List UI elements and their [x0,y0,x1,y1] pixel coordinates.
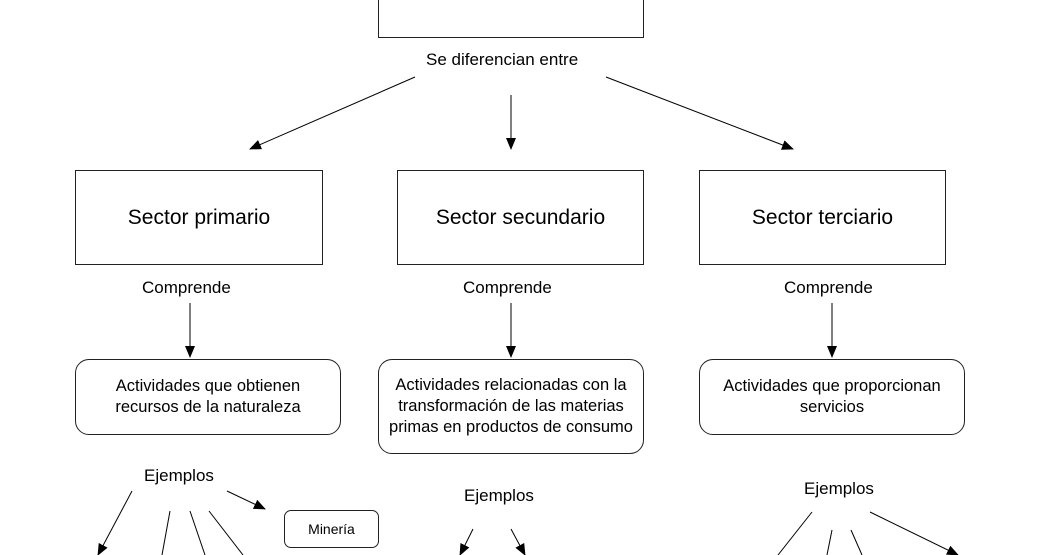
arrow-primario-example-4 [208,510,244,555]
root-box [378,0,644,38]
root-connector-label: Se diferencian entre [426,50,579,69]
arrow-root-to-primario [249,76,416,150]
sector-box-terciario: Sector terciario [699,170,946,265]
arrow-secundario-example-1 [459,528,474,555]
example-box-mineria: Minería [284,510,379,548]
sector-box-primario: Sector primario [75,170,323,265]
arrow-secundario-example-2 [510,528,526,555]
arrow-terciario-example-1 [777,511,813,555]
arrow-terciario-example-3 [850,529,863,555]
terciario-comprende-label: Comprende [784,278,873,297]
secundario-description-box: Actividades relacionadas con la transfor… [378,359,644,454]
primario-comprende-label: Comprende [142,278,231,297]
primario-examples-label: Ejemplos [144,466,214,485]
arrow-primario-to-mineria [226,490,266,510]
arrow-primario-example-1 [97,490,133,555]
arrow-primario-example-2 [161,510,171,555]
secundario-examples-label: Ejemplos [464,486,534,505]
sector-box-secundario: Sector secundario [397,170,644,265]
terciario-examples-label: Ejemplos [804,479,874,498]
arrow-primario-example-3 [189,510,206,555]
terciario-description-box: Actividades que proporcionan servicios [699,359,965,435]
arrow-terciario-example-4 [869,511,959,555]
arrow-terciario-example-2 [826,529,833,555]
primario-description-box: Actividades que obtienen recursos de la … [75,359,341,435]
secundario-comprende-label: Comprende [463,278,552,297]
arrow-root-to-terciario [605,76,794,150]
